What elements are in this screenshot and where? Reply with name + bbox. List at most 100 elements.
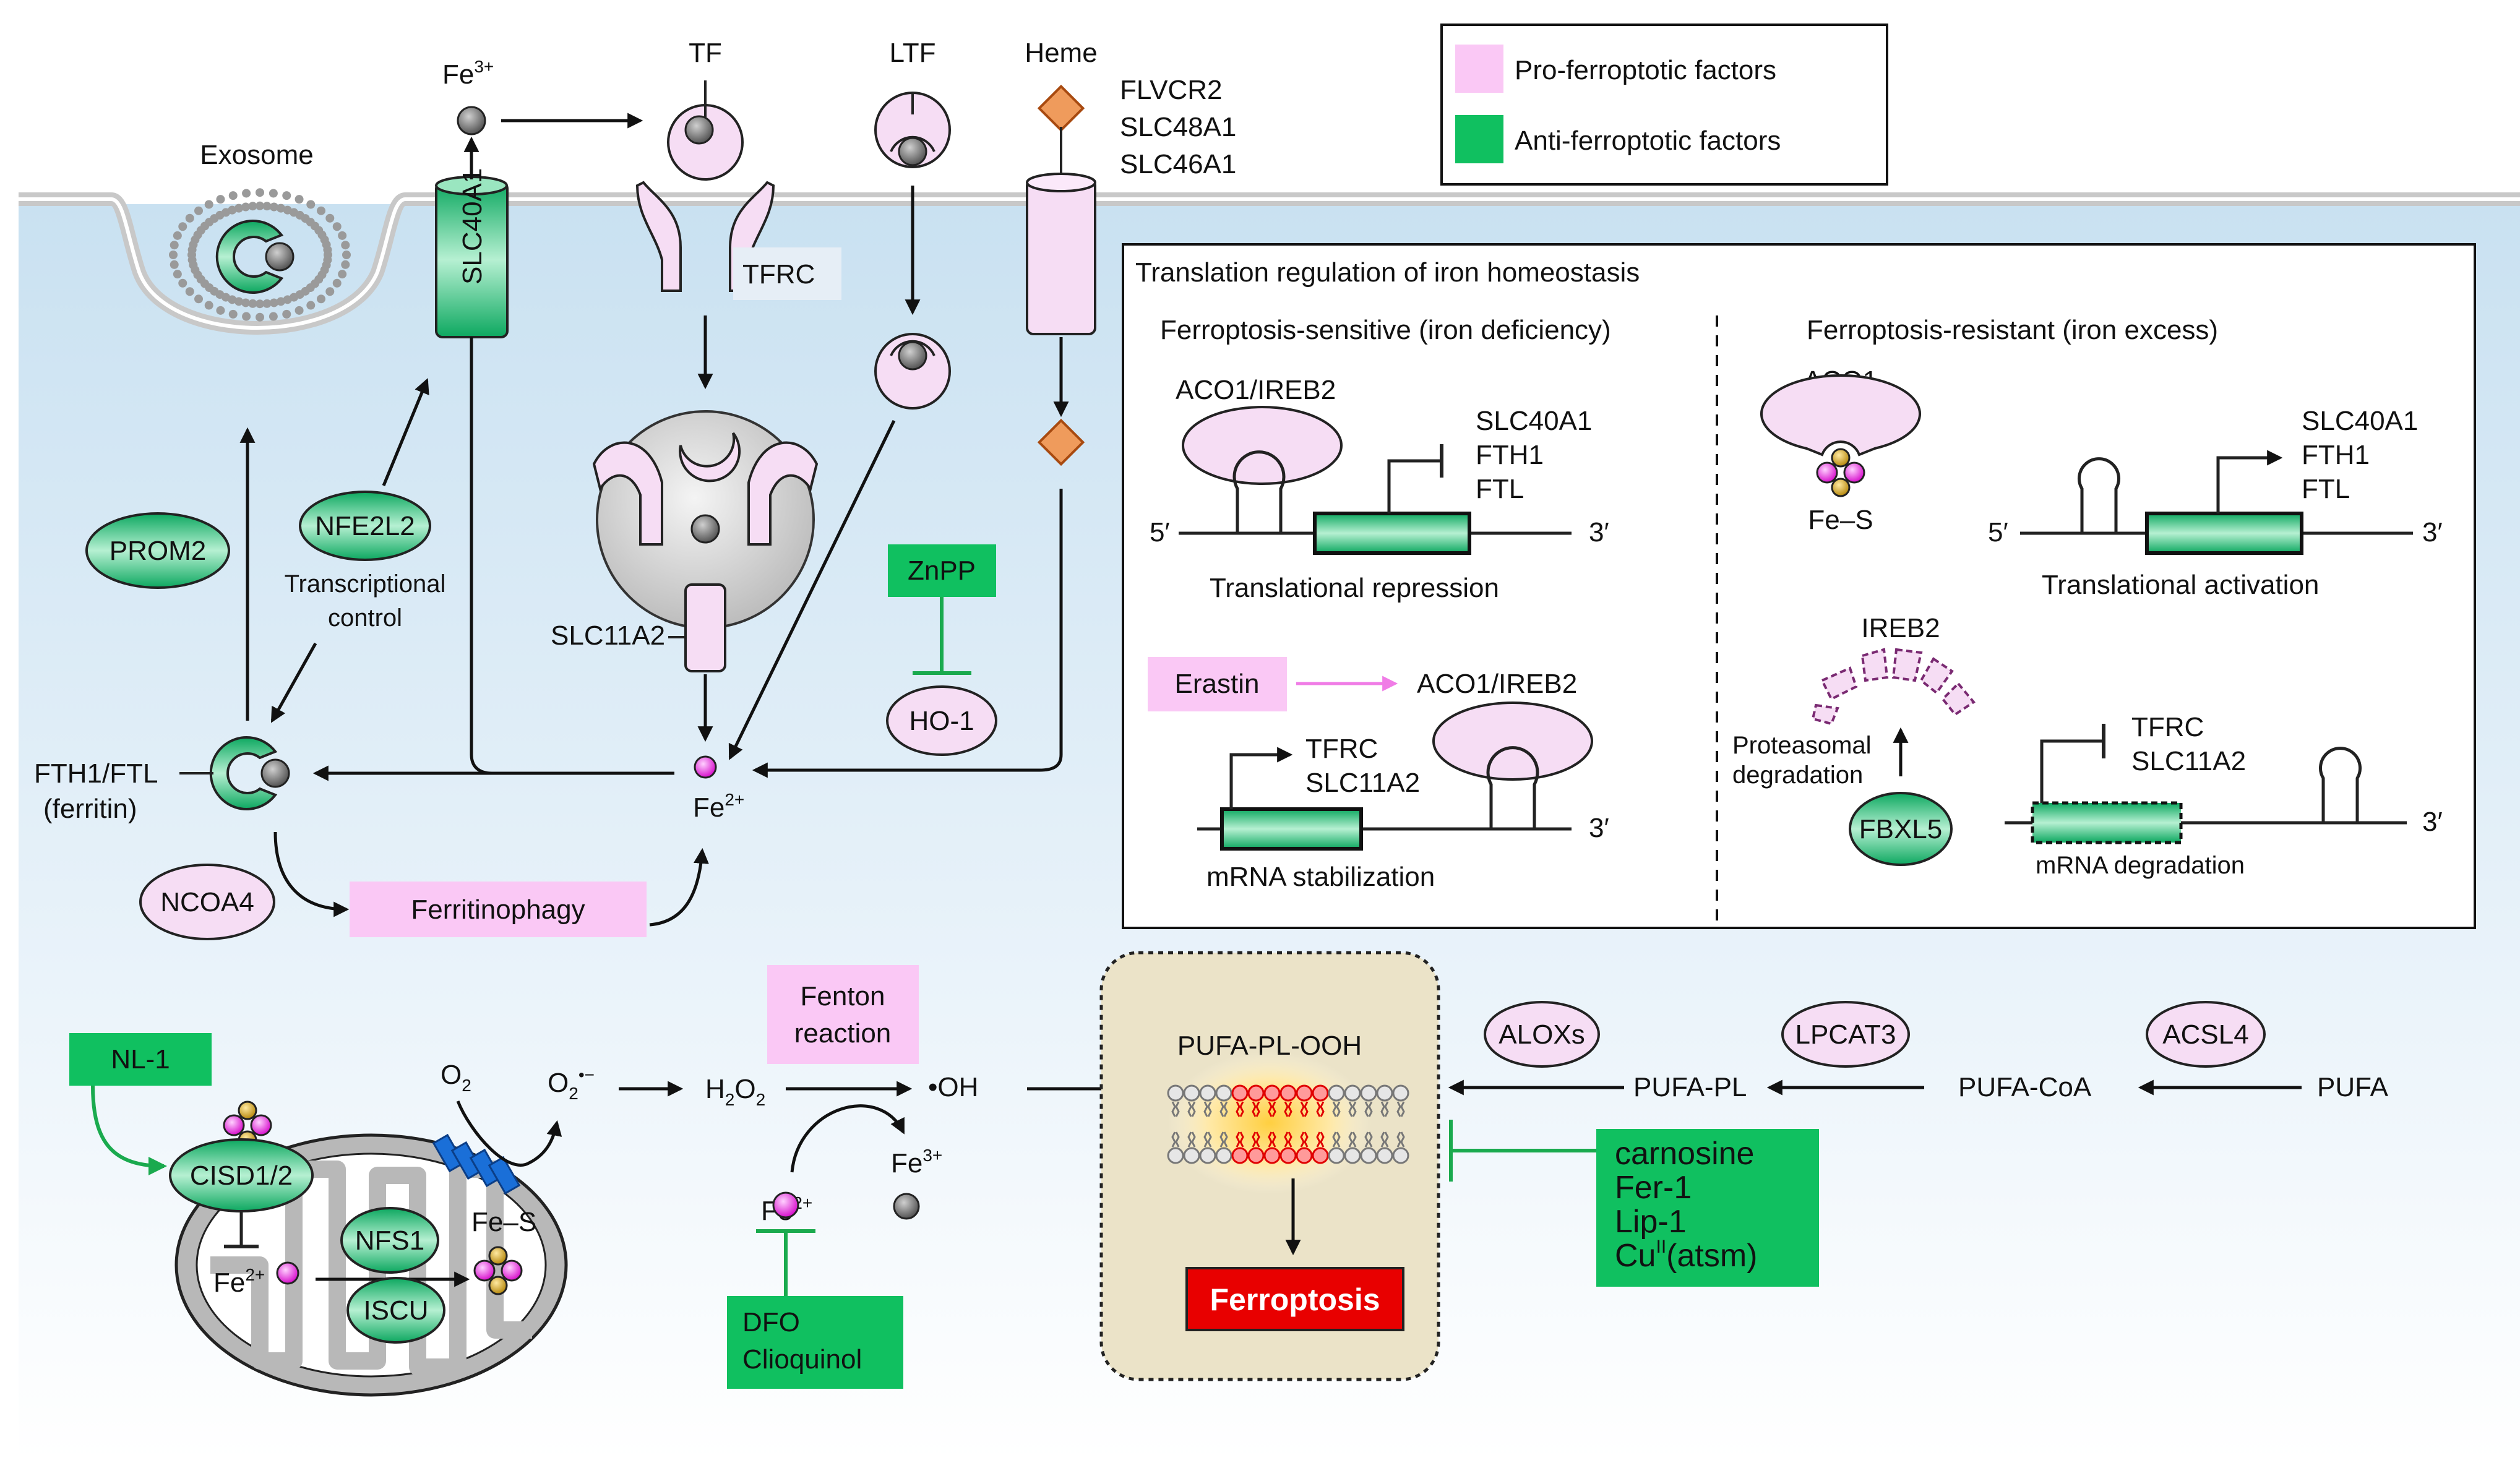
fbxl5-ellipse [1849, 792, 1953, 866]
exosome-dot [323, 245, 332, 254]
activated-gene-2: FTH1 [2302, 440, 2370, 470]
aco1-ireb2-label-b: ACO1/IREB2 [1417, 669, 1577, 699]
mrna-cds-c [2145, 512, 2303, 555]
exosome-dot [170, 241, 179, 250]
aloxs-ellipse [1484, 1001, 1600, 1068]
lipid-head [1199, 1147, 1216, 1164]
lipid-head [1279, 1147, 1297, 1164]
lipid-tail [1203, 1131, 1212, 1148]
znpp-label: ZnPP [908, 556, 976, 586]
clioquinol-label: Clioquinol [742, 1344, 862, 1375]
fe2-label: Fe2+ [693, 790, 744, 823]
lipid-tail [1187, 1131, 1196, 1148]
lipid-bilayer [1167, 1084, 1409, 1164]
mrna-cds-d [2031, 801, 2183, 844]
lipid-head [1392, 1084, 1409, 1102]
panel-left-heading: Ferroptosis-sensitive (iron deficiency) [1160, 315, 1611, 345]
legend-anti-label: Anti-ferroptotic factors [1515, 126, 1781, 156]
legend-pro-label: Pro-ferroptotic factors [1515, 55, 1776, 85]
znpp-box [888, 544, 996, 597]
exosome: Exosome [169, 140, 351, 322]
lipid-tail [1284, 1131, 1292, 1148]
acsl4-label: ACSL4 [2162, 1019, 2248, 1050]
lipid-head [1263, 1147, 1281, 1164]
slc40a1-label: SLC40A1 [457, 168, 488, 285]
ire-stemloop-a [1232, 450, 1286, 533]
ltf-to-fe2-arrow [728, 419, 896, 760]
exosome-dot [262, 202, 272, 211]
exosome-dot [262, 299, 272, 308]
exosome-dot [228, 191, 238, 200]
degraded-gene-2: SLC11A2 [2131, 746, 2246, 776]
ferritinophagy-label: Ferritinophagy [411, 895, 585, 925]
exosome-dot [295, 195, 304, 204]
exosome-dot [241, 202, 251, 212]
prom2-label: PROM2 [110, 536, 206, 566]
exosome-dot [256, 299, 264, 309]
lipid-head [1215, 1147, 1232, 1164]
nfe2l2-to-ferritin-arrow [270, 642, 317, 723]
nl1-box [69, 1033, 212, 1086]
slc40a1-return-line [470, 337, 492, 775]
exosome-dot [204, 301, 213, 310]
ireb2-degraded-fragments [1811, 648, 1976, 726]
lipid-tail [1316, 1131, 1325, 1148]
exosome-dot [316, 294, 325, 304]
ferritin-label: (ferritin) [43, 794, 137, 824]
h2o2-label: H2O2 [705, 1074, 765, 1109]
lipid-head [1312, 1084, 1329, 1102]
ire-stemloop-b [1486, 746, 1539, 829]
fe3-iron-icon [457, 106, 486, 135]
lipid-head [1247, 1147, 1265, 1164]
exosome-dot [276, 297, 285, 306]
exosome-dot [248, 299, 257, 308]
ferritinophagy-box [350, 882, 647, 937]
lipid-tail [1284, 1101, 1292, 1117]
o2-reduction-arrow [456, 1101, 562, 1167]
ferritin-icon [209, 736, 290, 810]
exosome-dot [342, 251, 351, 259]
ferroptosis-label: Ferroptosis [1210, 1282, 1380, 1317]
fe-s-label-panel: Fe–S [1808, 505, 1873, 535]
lipid-tail [1236, 1101, 1244, 1117]
lipid-tail [1348, 1101, 1357, 1117]
slc40a1-channel: SLC40A1 [435, 168, 509, 338]
exosome-dot [242, 189, 251, 198]
lipid-head [1231, 1084, 1249, 1102]
lipid-tail [1236, 1131, 1244, 1148]
exosome-dot [276, 204, 285, 213]
lipid-tail [1219, 1131, 1228, 1148]
fe-s-mito-label: Fe–S [471, 1207, 536, 1237]
aco1-ireb2-protein-a [1182, 406, 1343, 485]
lpcat3-label: LPCAT3 [1795, 1019, 1896, 1050]
heme-intracellular-icon [1037, 418, 1085, 466]
lipid-head [1167, 1084, 1184, 1102]
lipid-tail [1332, 1101, 1341, 1117]
endosome [592, 410, 819, 672]
lipid-head [1296, 1084, 1313, 1102]
legend: Pro-ferroptotic factors Anti-ferroptotic… [1440, 24, 1888, 186]
aco1-protein [1760, 374, 1921, 457]
mrna-stabilization-label: mRNA stabilization [1206, 862, 1435, 892]
lipid-tail [1348, 1131, 1357, 1148]
exosome-dot [242, 312, 251, 321]
iscu-label: ISCU [363, 1295, 428, 1326]
cisd-ellipse [169, 1138, 314, 1212]
ferroptosis-box [1185, 1267, 1404, 1331]
translational-repression-label: Translational repression [1210, 573, 1499, 603]
exosome-dot [256, 188, 264, 197]
activated-gene-3: FTL [2302, 474, 2350, 504]
exosome-dot [306, 200, 316, 209]
ferritinophagy-to-fe2-arrow [649, 847, 709, 927]
lipid-tail [1187, 1101, 1196, 1117]
three-prime-c: 3′ [2422, 517, 2443, 547]
heme-to-fe2-arrow [752, 489, 1063, 778]
legend-pro-swatch [1455, 45, 1503, 93]
lipid-head [1376, 1147, 1393, 1164]
pufa-pl-label: PUFA-PL [1633, 1072, 1747, 1102]
exosome-dot [269, 202, 278, 212]
exosome-label: Exosome [200, 140, 313, 170]
panel-right-heading: Ferroptosis-resistant (iron excess) [1807, 315, 2218, 345]
